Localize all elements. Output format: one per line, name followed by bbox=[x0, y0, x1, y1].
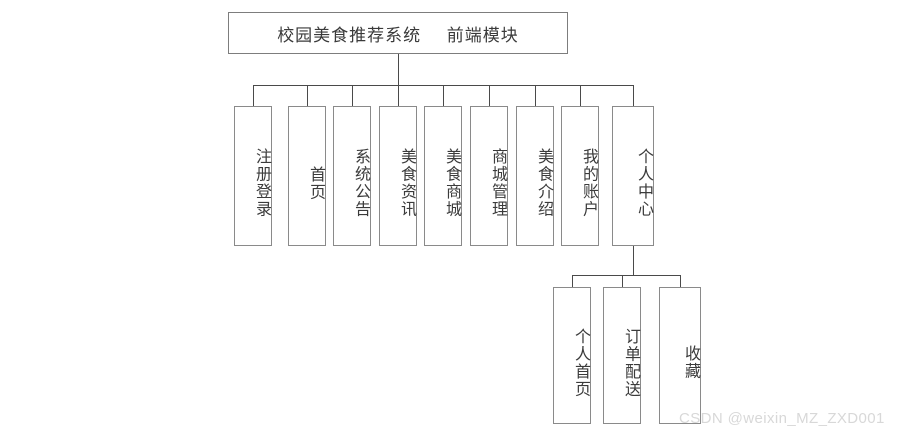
diagram-node-l3-1[interactable]: 订单配送 bbox=[603, 287, 641, 424]
connector-drop-l2-7 bbox=[580, 85, 581, 106]
diagram-node-l2-6[interactable]: 美食介绍 bbox=[516, 106, 554, 246]
connector-drop-l2-5 bbox=[489, 85, 490, 106]
connector-drop-l2-2 bbox=[352, 85, 353, 106]
connector-drop-l2-4 bbox=[443, 85, 444, 106]
connector-drop-l2-6 bbox=[535, 85, 536, 106]
diagram-node-l2-5[interactable]: 商城管理 bbox=[470, 106, 508, 246]
connector-level3-bus bbox=[572, 275, 680, 276]
diagram-node-l2-8[interactable]: 个人中心 bbox=[612, 106, 654, 246]
connector-subtree-stem bbox=[633, 246, 634, 275]
diagram-node-l2-7[interactable]: 我的账户 bbox=[561, 106, 599, 246]
csdn-watermark: CSDN @weixin_MZ_ZXD001 bbox=[679, 410, 885, 427]
connector-drop-l2-8 bbox=[633, 85, 634, 106]
connector-drop-l3-2 bbox=[680, 275, 681, 287]
diagram-node-l3-2[interactable]: 收藏 bbox=[659, 287, 701, 424]
connector-drop-l3-1 bbox=[622, 275, 623, 287]
connector-drop-l3-0 bbox=[572, 275, 573, 287]
diagram-root-node[interactable]: 校园美食推荐系统 前端模块 bbox=[228, 12, 568, 54]
diagram-node-l2-0[interactable]: 注册登录 bbox=[234, 106, 272, 246]
diagram-node-l2-4[interactable]: 美食商城 bbox=[424, 106, 462, 246]
diagram-node-l3-0[interactable]: 个人首页 bbox=[553, 287, 591, 424]
connector-root-stem bbox=[398, 54, 399, 85]
connector-drop-l2-0 bbox=[253, 85, 254, 106]
connector-drop-l2-3 bbox=[398, 85, 399, 106]
diagram-node-l2-1[interactable]: 首页 bbox=[288, 106, 326, 246]
diagram-node-l2-3[interactable]: 美食资讯 bbox=[379, 106, 417, 246]
diagram-node-l2-2[interactable]: 系统公告 bbox=[333, 106, 371, 246]
connector-drop-l2-1 bbox=[307, 85, 308, 106]
